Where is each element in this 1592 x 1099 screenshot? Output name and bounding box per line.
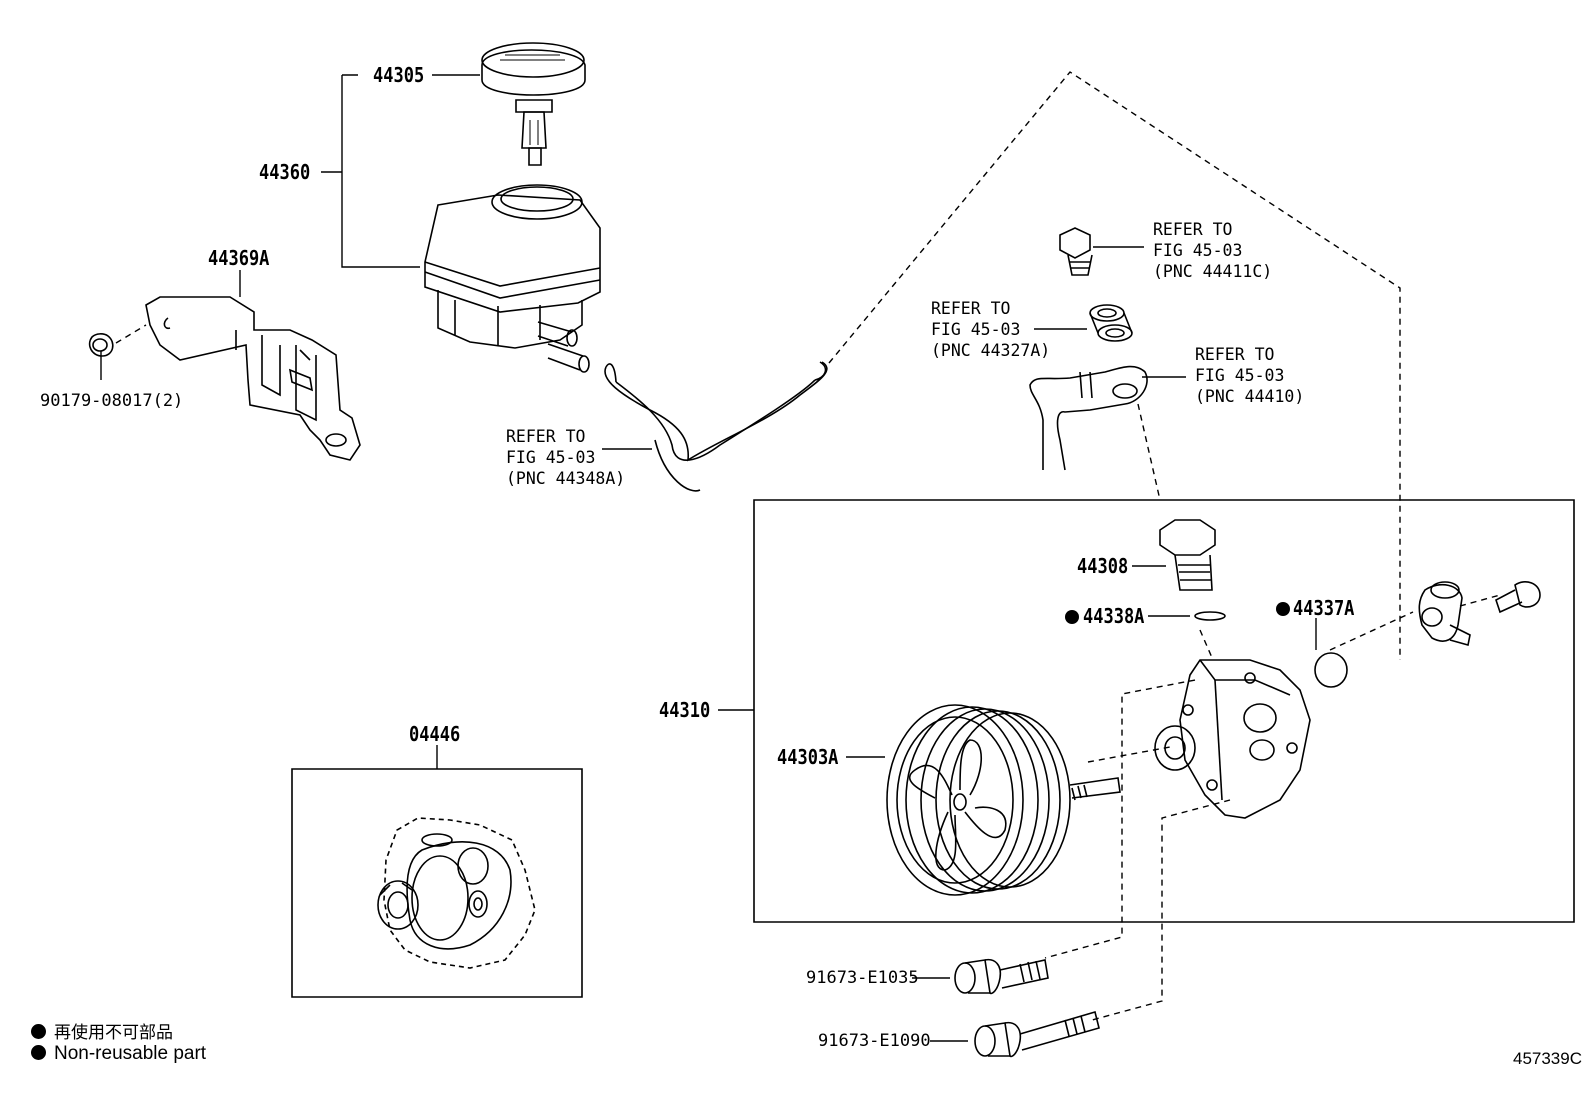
part-label-44369a: 44369A [208,246,270,270]
union-gasket [1090,305,1132,341]
o-ring-44338a [1195,612,1225,620]
ref-note-hose: REFER TO FIG 45-03 (PNC 44348A) [506,427,626,488]
filled-circle-icon [31,1045,46,1060]
part-label-44338a: 44338A [1083,604,1145,628]
pressure-tube [1030,367,1147,470]
legend-row-en: Non-reusable part [31,1043,206,1065]
figure-id: 457339C [1512,1049,1582,1068]
bolt-91673-e1090 [975,1012,1099,1056]
pressure-fitting [1160,520,1215,590]
o-ring-44337a [1315,653,1347,687]
part-label-44310: 44310 [659,698,711,722]
ref-note-gasket: REFER TO FIG 45-03 (PNC 44327A) [931,299,1051,360]
return-hose [605,362,827,491]
bolt-91673-e1035 [955,960,1048,994]
part-label-90179-08017: 90179-08017(2) [40,391,184,411]
gasket-kit-parts [378,818,535,968]
legend-row-jp: 再使用不可部品 [31,1018,173,1044]
reservoir-tank [425,185,600,372]
reservoir-bracket [146,297,360,460]
part-label-91673-e1035: 91673-E1035 [806,968,919,988]
part-label-44308: 44308 [1077,554,1129,578]
part-label-44360: 44360 [259,160,311,184]
leader-lines [101,75,1316,1041]
pulley [887,705,1120,895]
ref-note-union-bolt: REFER TO FIG 45-03 (PNC 44411C) [1153,220,1273,281]
ref-note-pressure-tube: REFER TO FIG 45-03 (PNC 44410) [1195,345,1305,406]
union-bolt [1060,228,1092,275]
part-label-44303a: 44303A [777,745,839,769]
pump-body [1155,660,1310,818]
filled-circle-icon [31,1024,46,1039]
part-label-44305: 44305 [373,63,425,87]
filled-circle-icon [1065,610,1079,624]
reservoir-cap [482,43,585,165]
dashed-lines [116,72,1500,1020]
port-bolt [1496,582,1540,612]
part-label-04446: 04446 [409,722,461,746]
part-label-91673-e1090: 91673-E1090 [818,1031,931,1051]
pump-assembly-box [754,500,1574,922]
clip-nut [90,334,113,356]
part-label-44337a: 44337A [1293,596,1355,620]
suction-port [1419,582,1470,645]
legend-text-en: Non-reusable part [54,1043,207,1064]
legend-text-jp: 再使用不可部品 [54,1023,173,1043]
filled-circle-icon [1276,602,1290,616]
